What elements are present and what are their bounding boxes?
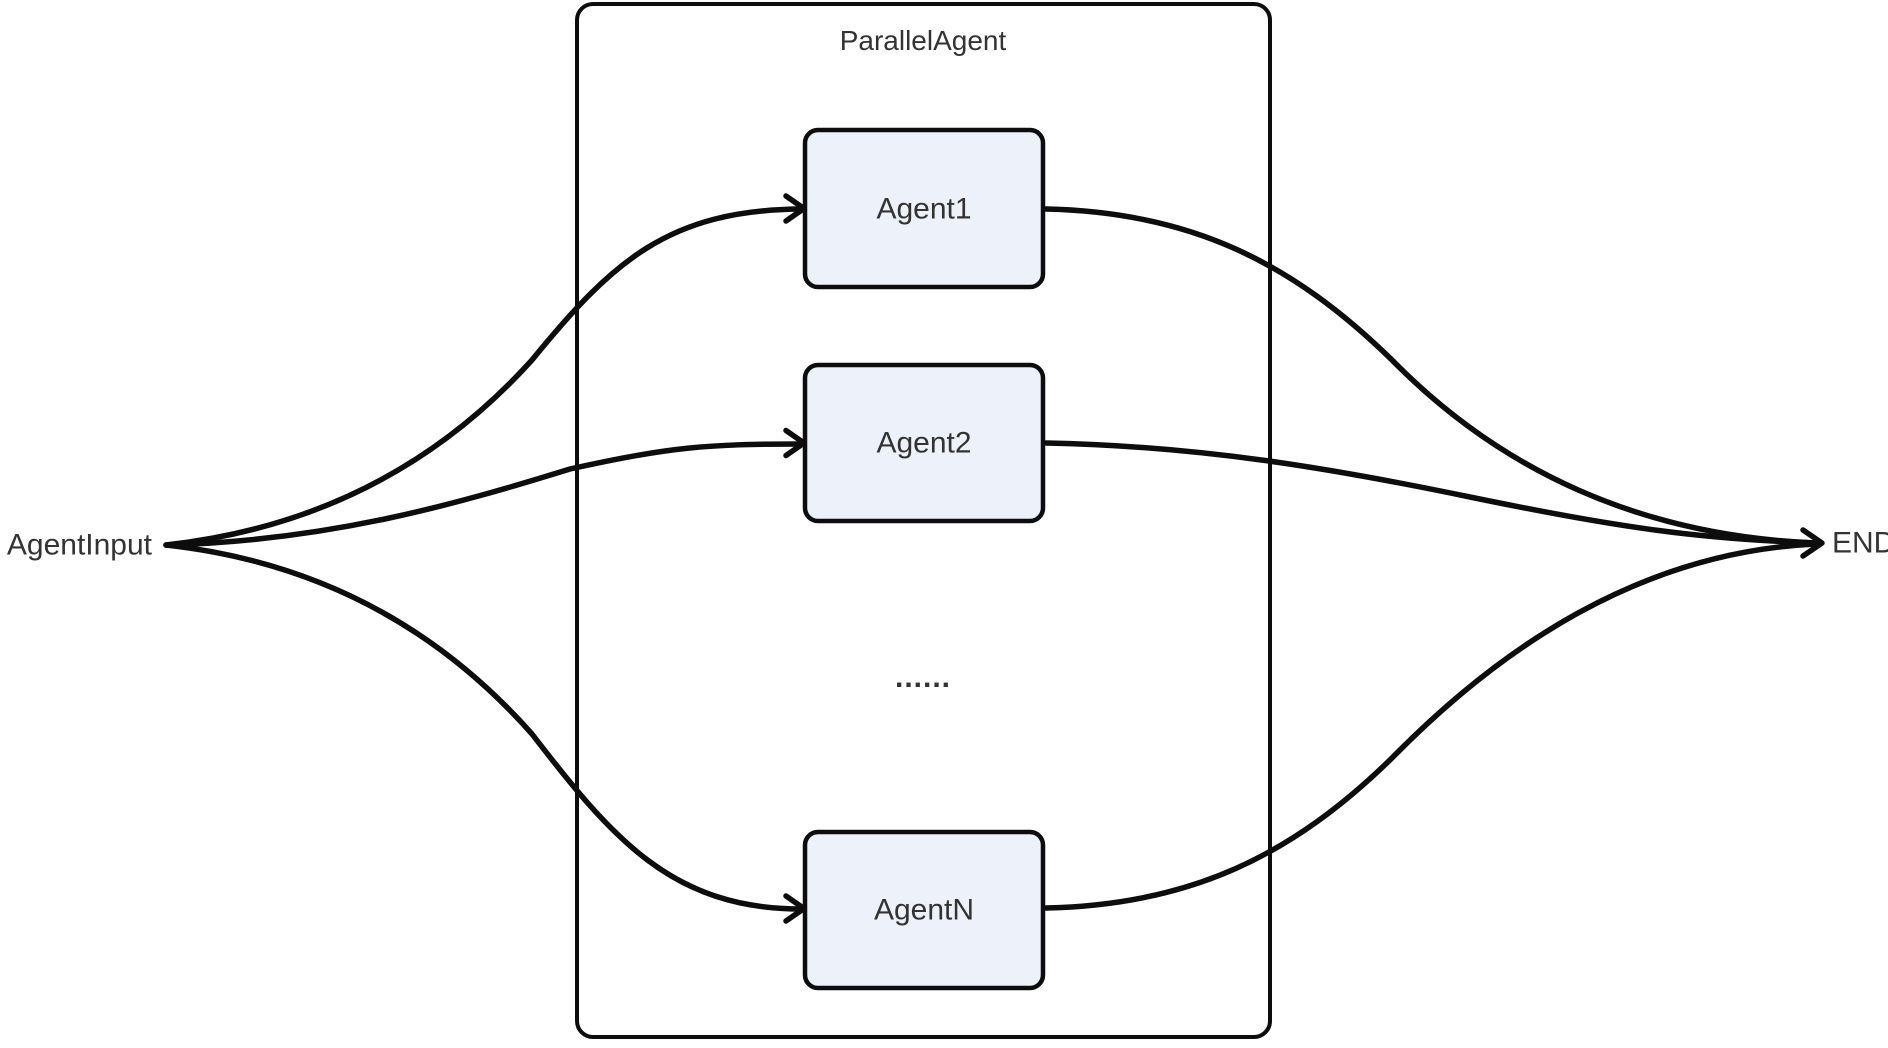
edge-input-to-agentn (163, 542, 804, 912)
node-agent1: Agent1 (802, 127, 1046, 290)
node-agent2: Agent2 (802, 362, 1046, 524)
arrowhead-end-icon (1800, 527, 1825, 559)
end-label: END (1832, 527, 1888, 560)
node-agent2-box (802, 362, 1046, 524)
container-title: ParallelAgent (840, 25, 1007, 56)
ellipsis-label: ...... (895, 661, 951, 694)
node-agentn: AgentN (802, 829, 1046, 991)
node-agent1-box (802, 127, 1046, 290)
edge-agentn-to-end (1043, 541, 1819, 911)
edge-input-to-agent1 (163, 206, 804, 548)
edge-agent2-to-end (1043, 440, 1819, 546)
node-agent1-label: Agent1 (876, 193, 971, 226)
node-agentn-label: AgentN (874, 894, 974, 927)
edge-agent1-to-end (1043, 206, 1819, 546)
edge-input-to-agent2 (163, 441, 804, 548)
agent-input-label: AgentInput (7, 529, 153, 562)
node-agentn-box (802, 829, 1046, 991)
node-agent2-label: Agent2 (876, 427, 971, 460)
